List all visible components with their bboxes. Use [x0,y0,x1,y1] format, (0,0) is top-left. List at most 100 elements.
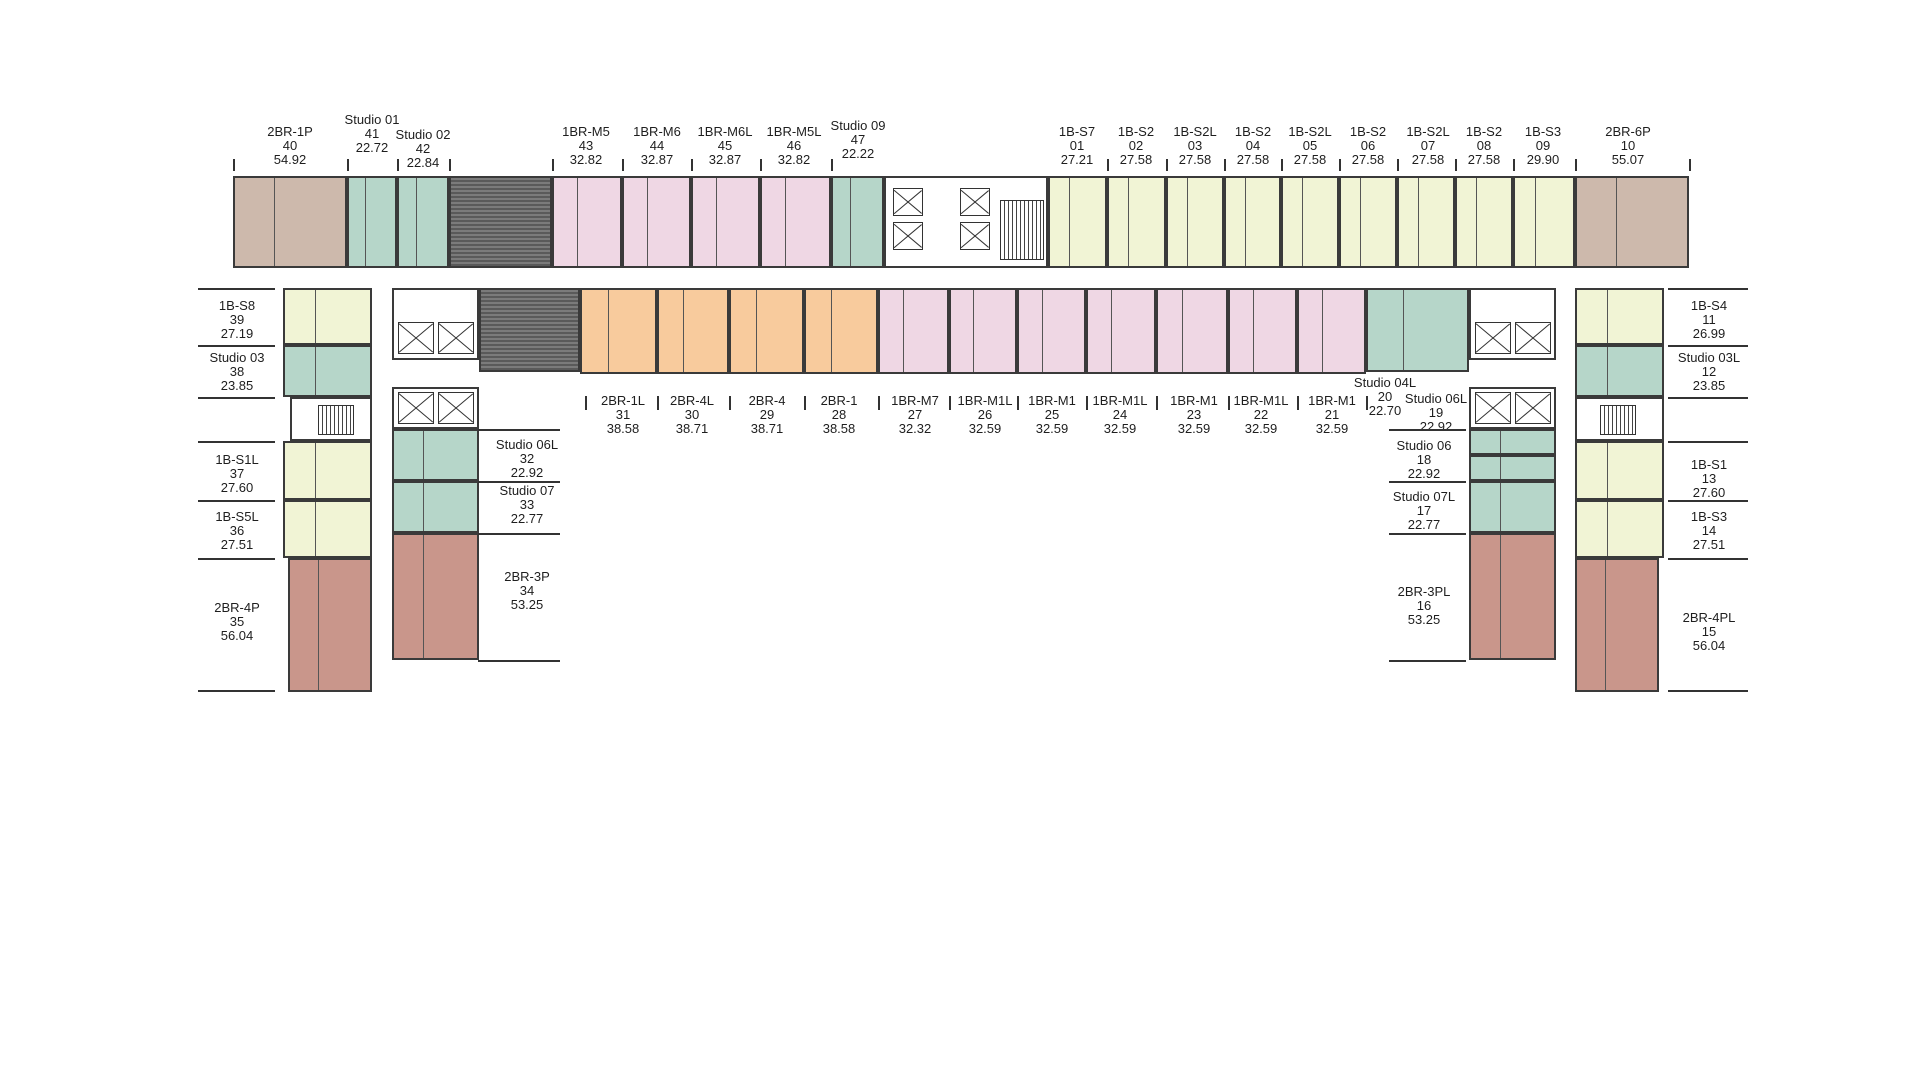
unit-09[interactable] [1513,176,1575,268]
unit-no: 36 [229,523,245,538]
unit-37[interactable] [283,441,372,500]
unit-area: 27.58 [1351,152,1385,167]
leader-line [198,345,275,347]
unit-28[interactable] [804,288,878,374]
hatched-void [479,288,580,372]
unit-type: 1BR-M1L [1092,393,1148,408]
unit-area: 27.58 [1236,152,1270,167]
unit-21[interactable] [1297,288,1366,374]
leader-line [1107,159,1109,171]
unit-type: Studio 09 [830,118,886,133]
elevator-icon [438,322,474,354]
leader-line [198,558,275,560]
leader-line [1668,500,1748,502]
elevator-icon [1515,392,1551,424]
unit-13[interactable] [1575,441,1664,500]
leader-line [478,533,560,535]
unit-area: 32.59 [1177,421,1211,436]
unit-25[interactable] [1017,288,1086,374]
unit-43[interactable] [552,176,622,268]
unit-type: 2BR-3PL [1397,584,1451,599]
unit-32[interactable] [392,429,479,481]
unit-33[interactable] [392,481,479,533]
unit-40[interactable] [233,176,347,268]
unit-42[interactable] [397,176,449,268]
unit-type: 1B-S3 [1524,124,1562,139]
unit-16[interactable] [1469,533,1556,660]
leader-line [585,396,587,410]
unit-no: 44 [649,138,665,153]
unit-type: 1B-S8 [218,298,256,313]
unit-44[interactable] [622,176,691,268]
unit-14[interactable] [1575,500,1664,558]
unit-no: 05 [1302,138,1318,153]
unit-area: 27.21 [1060,152,1094,167]
unit-type: 1BR-M1L [957,393,1013,408]
unit-34[interactable] [392,533,479,660]
unit-36[interactable] [283,500,372,558]
unit-45[interactable] [691,176,760,268]
unit-39[interactable] [283,288,372,345]
unit-23[interactable] [1156,288,1228,374]
unit-10[interactable] [1575,176,1689,268]
unit-01[interactable] [1048,176,1107,268]
unit-41[interactable] [347,176,397,268]
unit-02[interactable] [1107,176,1166,268]
unit-area: 27.19 [220,326,254,341]
unit-type: 2BR-4 [748,393,786,408]
leader-line [1389,660,1466,662]
unit-12[interactable] [1575,345,1664,397]
unit-04[interactable] [1224,176,1281,268]
elevator-icon [960,188,990,216]
unit-20[interactable] [1366,288,1469,372]
leader-line [1575,159,1577,171]
unit-27[interactable] [878,288,949,374]
unit-type: 2BR-1P [267,124,313,139]
leader-line [233,159,235,171]
unit-15[interactable] [1575,558,1659,692]
leader-line [1668,397,1748,399]
unit-38[interactable] [283,345,372,397]
unit-type: 1B-S3 [1690,509,1728,524]
elevator-icon [893,222,923,250]
unit-31[interactable] [580,288,657,374]
unit-area: 56.04 [1692,638,1726,653]
leader-line [449,159,451,171]
unit-46[interactable] [760,176,831,268]
unit-47[interactable] [831,176,884,268]
unit-24[interactable] [1086,288,1156,374]
unit-19[interactable] [1469,429,1556,455]
unit-18[interactable] [1469,455,1556,481]
unit-22[interactable] [1228,288,1297,374]
unit-type: 1B-S2L [1173,124,1217,139]
unit-no: 37 [229,466,245,481]
unit-type: 1BR-M6L [697,124,753,139]
unit-29[interactable] [729,288,804,374]
unit-07[interactable] [1397,176,1455,268]
unit-06[interactable] [1339,176,1397,268]
leader-line [1156,396,1158,410]
unit-05[interactable] [1281,176,1339,268]
unit-30[interactable] [657,288,729,374]
unit-area: 56.04 [220,628,254,643]
unit-11[interactable] [1575,288,1664,345]
leader-line [831,159,833,171]
unit-35[interactable] [288,558,372,692]
unit-area: 23.85 [220,378,254,393]
unit-17[interactable] [1469,481,1556,533]
unit-no: 13 [1701,471,1717,486]
unit-type: 2BR-1 [820,393,858,408]
leader-line [1668,345,1748,347]
unit-03[interactable] [1166,176,1224,268]
unit-08[interactable] [1455,176,1513,268]
unit-26[interactable] [949,288,1017,374]
